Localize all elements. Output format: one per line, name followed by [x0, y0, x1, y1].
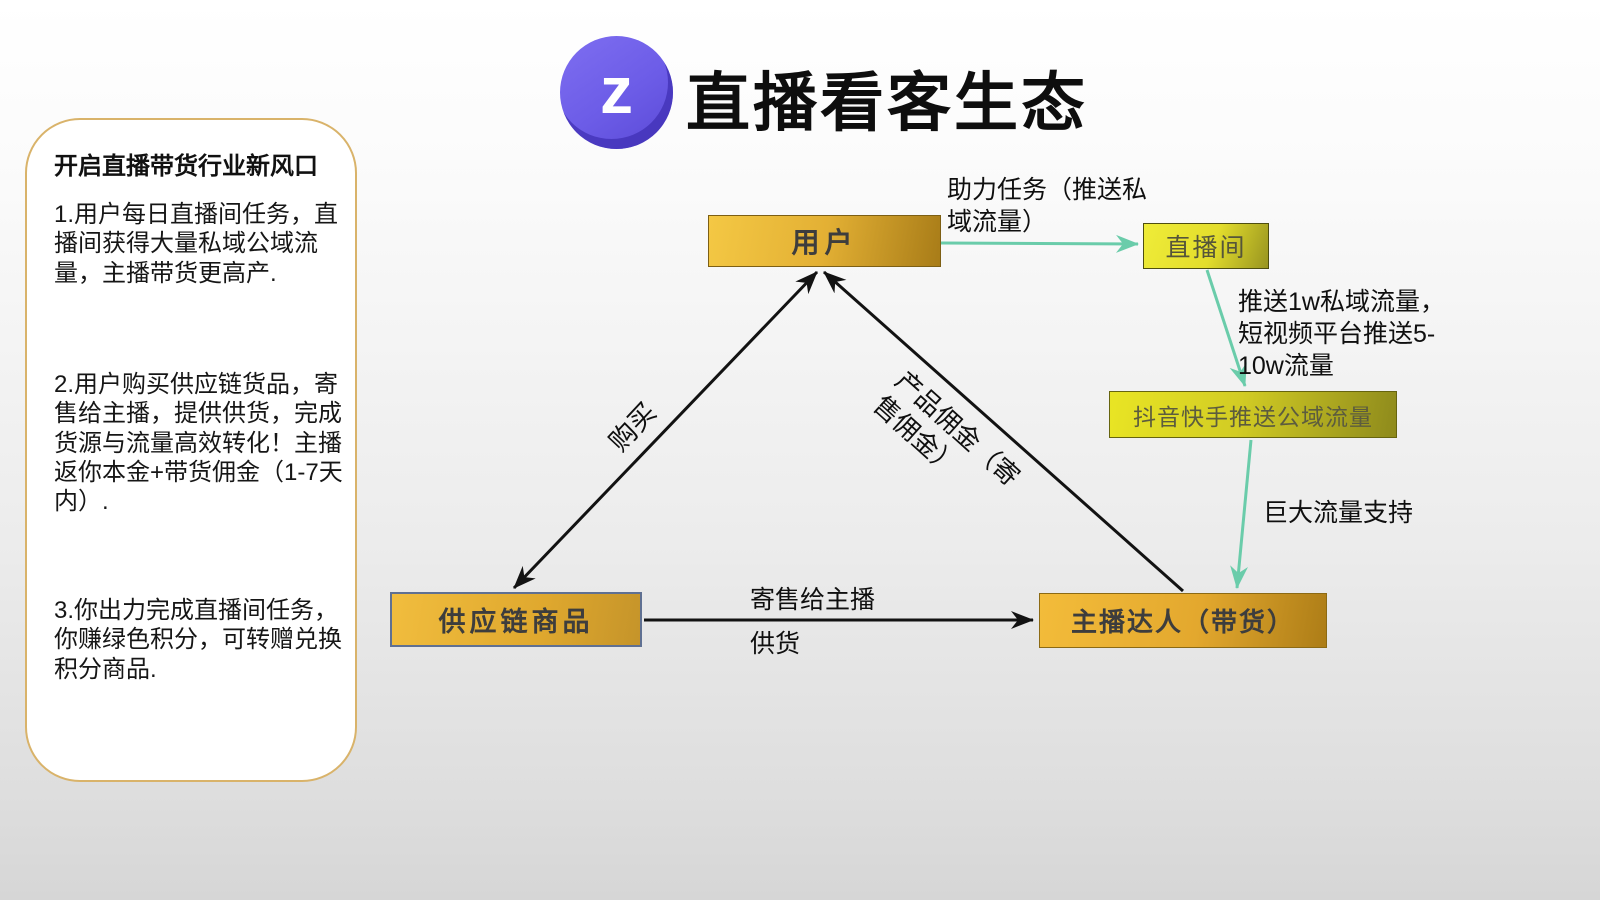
info-point-3: 3.你出力完成直播间任务，你赚绿色积分，可转赠兑换积分商品.: [54, 597, 342, 683]
arrow-supply-user-double: [512, 270, 819, 590]
node-user: 用户: [708, 215, 941, 267]
node-anchor-talent: 主播达人（带货）: [1039, 593, 1327, 648]
label-consign-to-anchor: 寄售给主播: [750, 586, 876, 614]
arrow-anchor-to-user: [823, 270, 1184, 593]
label-push-traffic: 推送1w私域流量， 短视频平台推送5- 10w流量: [1238, 288, 1445, 380]
brand-logo-icon: z: [560, 36, 673, 149]
node-live-room: 直播间: [1143, 223, 1269, 269]
brand-logo-letter: z: [600, 52, 633, 127]
page-title: 直播看客生态: [686, 67, 1088, 139]
info-panel: 开启直播带货行业新风口 1.用户每日直播间任务，直播间获得大量私域公域流量，主播…: [25, 118, 357, 782]
info-panel-heading: 开启直播带货行业新风口: [54, 153, 318, 180]
arrow-live-room-to-douyin: [1205, 269, 1247, 387]
label-huge-traffic-support: 巨大流量支持: [1263, 499, 1414, 527]
arrow-user-to-live-room: [940, 234, 1139, 253]
arrow-douyin-to-anchor: [1230, 439, 1253, 589]
label-assist-task: 助力任务（推送私 域流量）: [947, 176, 1148, 236]
info-point-1: 1.用户每日直播间任务，直播间获得大量私域公域流量，主播带货更高产.: [54, 201, 339, 287]
info-point-2: 2.用户购买供应链货品，寄售给主播，提供供货，完成货源与流量高效转化！主播返你本…: [54, 371, 343, 516]
node-supply-chain-goods: 供应链商品: [390, 592, 642, 647]
node-douyin-kuaishou-traffic: 抖音快手推送公域流量: [1109, 391, 1397, 438]
label-supply-goods: 供货: [750, 630, 801, 658]
